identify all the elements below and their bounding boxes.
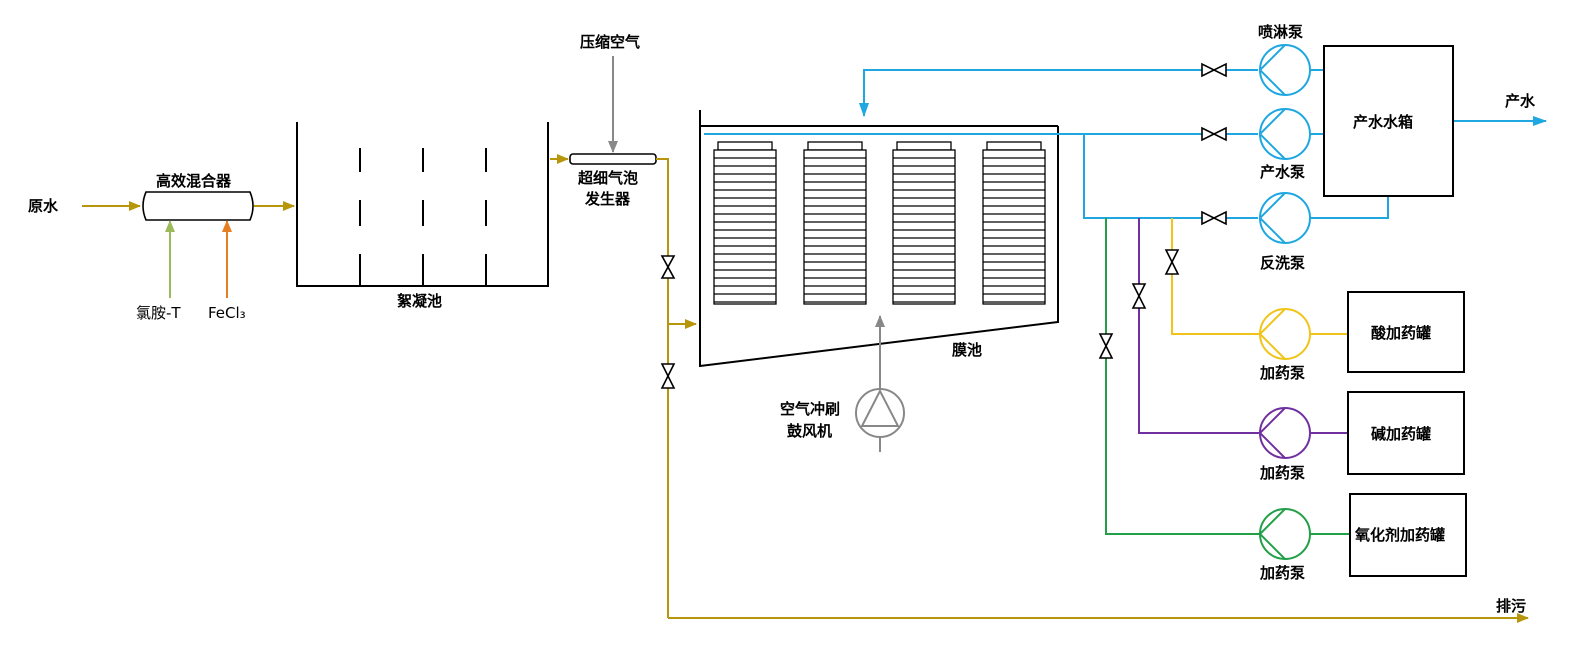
oxidant-valve[interactable] (1098, 333, 1114, 359)
bubble-generator-label-1: 超细气泡 (577, 169, 638, 187)
membrane-module (803, 141, 867, 305)
membrane-module (892, 141, 956, 305)
backwash-line (1083, 134, 1258, 219)
drain-label: 排污 (1496, 597, 1526, 615)
blower-label-1: 空气冲刷 (780, 400, 840, 418)
blower-label-2: 鼓风机 (787, 422, 832, 440)
compressed-air-label: 压缩空气 (580, 33, 640, 51)
acid-tank-label: 酸加药罐 (1371, 324, 1431, 342)
raw-water-label: 原水 (28, 197, 59, 215)
feed-and-drain-riser (656, 158, 669, 618)
product-water-label: 产水 (1505, 92, 1536, 110)
spray-pump-label: 喷淋泵 (1258, 23, 1303, 41)
chemical-1-label: 氯胺-T (136, 304, 181, 322)
backwash-pump-tank-link (1310, 196, 1389, 219)
membrane-module (713, 141, 777, 305)
flocculation-tank-label: 絮凝池 (397, 292, 442, 310)
backwash-pump (1258, 192, 1311, 244)
product-valve[interactable] (1201, 126, 1227, 142)
oxidant-pump-label: 加药泵 (1259, 564, 1305, 582)
membrane-tank-label: 膜池 (952, 341, 982, 359)
acid-dosing-line (1171, 218, 1260, 335)
high-efficiency-mixer (142, 191, 254, 221)
acid-pump-label: 加药泵 (1259, 364, 1305, 382)
alkali-pump-label: 加药泵 (1259, 464, 1305, 482)
product-water-tank (1323, 45, 1454, 197)
alkali-tank-label: 碱加药罐 (1371, 425, 1431, 443)
alkali-valve[interactable] (1131, 283, 1147, 309)
acid-dosing-pump (1258, 308, 1311, 360)
product-tank-label: 产水水箱 (1353, 113, 1413, 131)
backwash-valve[interactable] (1201, 210, 1227, 226)
spray-return-line (859, 69, 1258, 117)
flocculation-tank (296, 122, 549, 287)
acid-valve[interactable] (1164, 249, 1180, 275)
mixer-label: 高效混合器 (156, 172, 232, 190)
backwash-pump-label: 反洗泵 (1260, 254, 1305, 272)
product-pump (1258, 108, 1311, 160)
alkali-dosing-tank (1347, 391, 1465, 475)
air-scour-blower (855, 388, 905, 452)
chemical-2-label: FeCl₃ (208, 304, 246, 322)
bubble-generator-label-2: 发生器 (584, 190, 631, 208)
oxidant-dosing-line (1105, 218, 1260, 535)
membrane-module (982, 141, 1046, 305)
product-pump-label: 产水泵 (1260, 163, 1305, 181)
spray-pump (1258, 44, 1311, 96)
membrane-modules (713, 141, 1046, 305)
feed-valve[interactable] (660, 255, 676, 279)
oxidant-tank-label: 氧化剂加药罐 (1354, 526, 1445, 544)
alkali-dosing-pump (1258, 407, 1311, 459)
oxidant-dosing-tank (1349, 493, 1467, 577)
alkali-dosing-line (1138, 218, 1260, 434)
spray-valve[interactable] (1201, 62, 1227, 78)
ultrafine-bubble-generator (569, 153, 657, 165)
drain-valve[interactable] (660, 363, 676, 389)
oxidant-dosing-pump (1258, 508, 1311, 560)
acid-dosing-tank (1347, 291, 1465, 373)
